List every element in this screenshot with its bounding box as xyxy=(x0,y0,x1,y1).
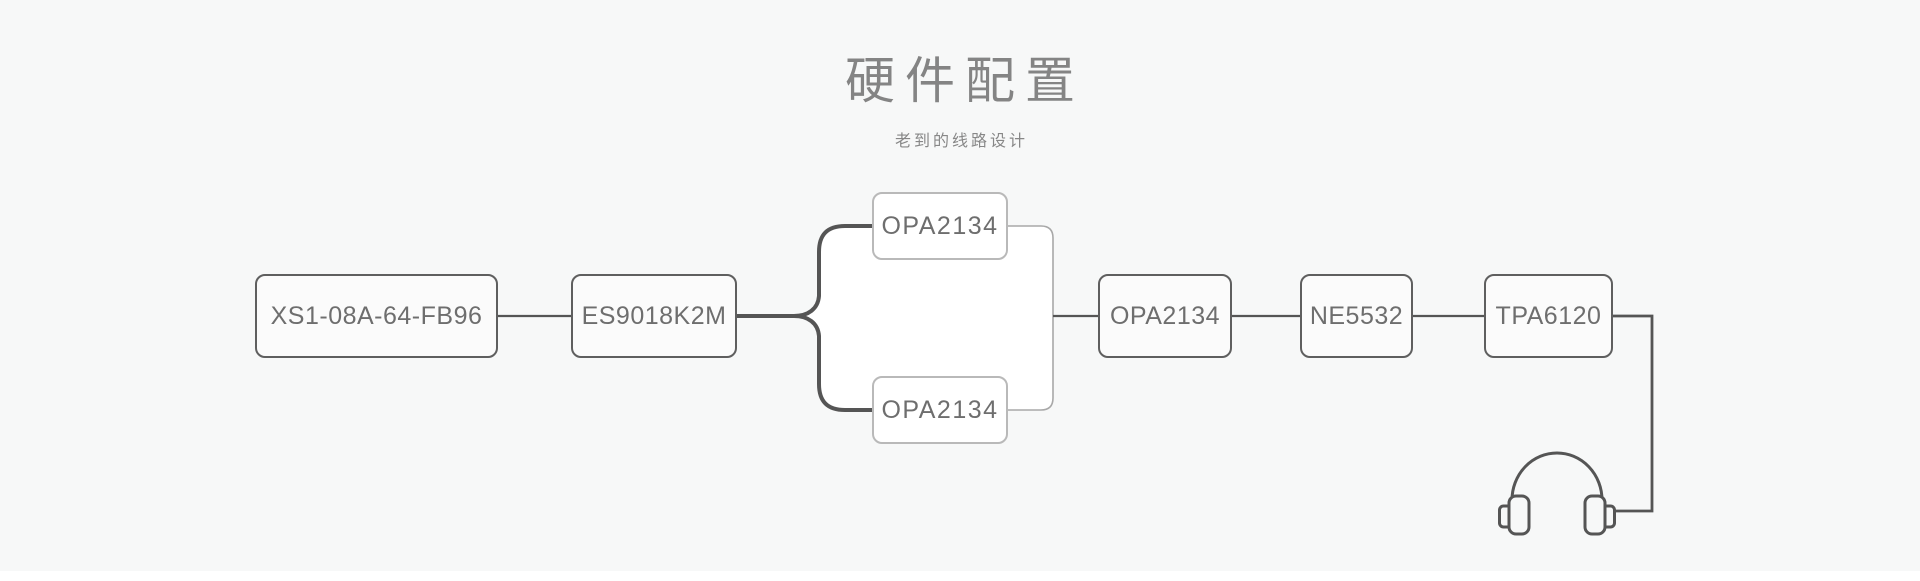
page-title: 硬件配置 xyxy=(845,53,1085,109)
page-subtitle: 老到的线路设计 xyxy=(894,133,1028,150)
merge-bracket-line xyxy=(1008,225,1054,411)
node-tpa6120: TPA6120 xyxy=(1484,274,1613,358)
node-es9018k2m-dac: ES9018K2M xyxy=(571,274,737,358)
split-brace-lower xyxy=(737,314,872,412)
node-label: OPA2134 xyxy=(881,395,999,424)
node-xs1-usb-chip: XS1-08A-64-FB96 xyxy=(255,274,498,358)
node-opa2134-bottom: OPA2134 xyxy=(872,376,1008,444)
parallel-group-panel xyxy=(801,226,1053,410)
node-label: ES9018K2M xyxy=(581,301,727,330)
node-opa2134-merge: OPA2134 xyxy=(1098,274,1232,358)
connector-tpa6120-headphones xyxy=(1613,314,1654,513)
node-label: OPA2134 xyxy=(881,211,999,240)
split-brace-upper xyxy=(737,224,872,318)
headphones-icon xyxy=(1498,451,1616,536)
node-label: XS1-08A-64-FB96 xyxy=(270,301,483,330)
node-label: OPA2134 xyxy=(1109,301,1221,330)
node-ne5532: NE5532 xyxy=(1300,274,1413,358)
node-opa2134-top: OPA2134 xyxy=(872,192,1008,260)
bottom-divider xyxy=(0,571,1920,581)
node-label: NE5532 xyxy=(1309,301,1404,330)
node-label: TPA6120 xyxy=(1495,301,1602,330)
